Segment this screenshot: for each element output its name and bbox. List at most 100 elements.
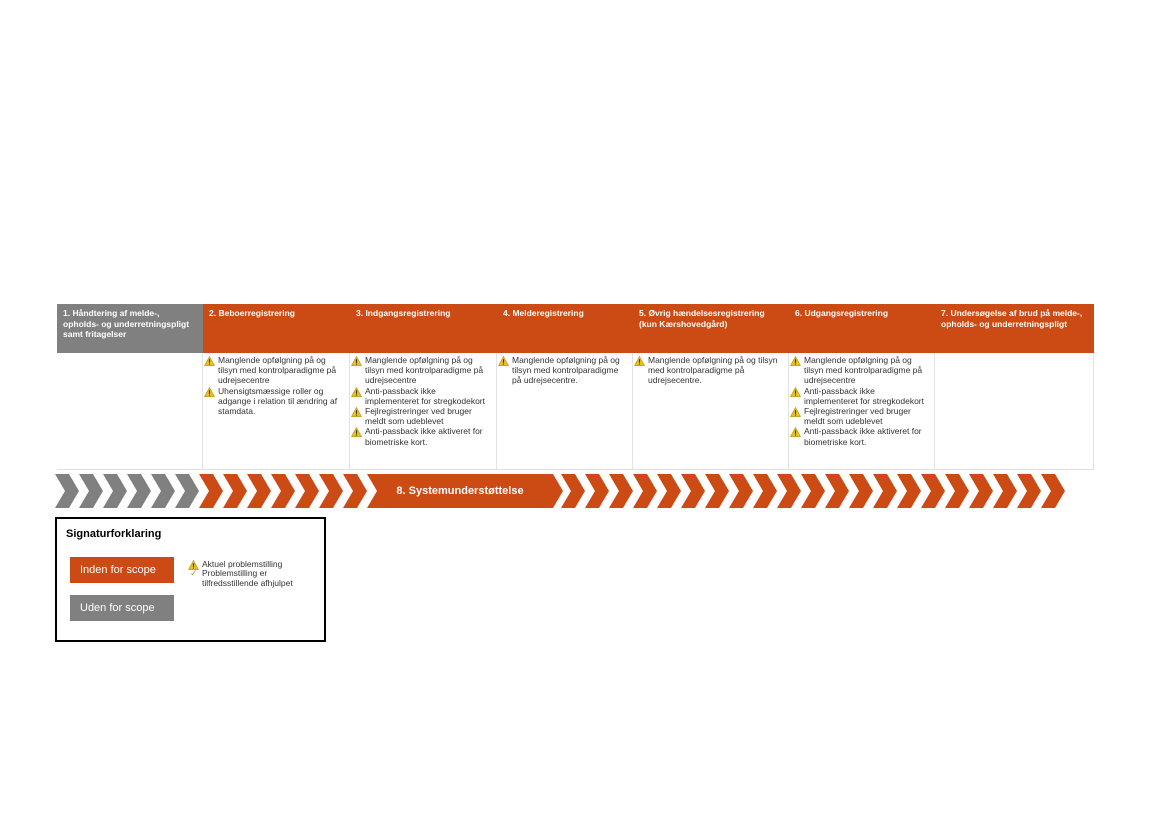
issue-text: Manglende opfølgning på og tilsyn med ko… [648, 355, 778, 386]
column-header: 7. Undersøgelse af brud på melde-, ophol… [935, 304, 1094, 353]
chevron-orange [705, 474, 729, 508]
legend-title: Signaturforklaring [66, 528, 162, 540]
chevron-orange [681, 474, 705, 508]
issue-item: Fejlregistreringer ved bruger meldt som … [350, 406, 492, 426]
issue-item: Anti-passback ikke aktiveret for biometr… [789, 426, 930, 447]
process-column: 1. Håndtering af melde-, opholds- og und… [57, 304, 203, 469]
chevron-grey [103, 474, 127, 508]
column-body: Manglende opfølgning på og tilsyn med ko… [633, 353, 789, 469]
column-header: 3. Indgangsregistrering [350, 304, 497, 353]
chevron-grey [79, 474, 103, 508]
chevron-orange [657, 474, 681, 508]
issue-text: Fejlregistreringer ved bruger meldt som … [365, 406, 472, 427]
warning-icon [204, 386, 215, 397]
warning-icon [351, 356, 362, 366]
legend-current-issue-label: Aktuel problemstilling [202, 559, 283, 569]
system-support-chevron-banner [55, 474, 1065, 508]
column-body: Manglende opfølgning på og tilsyn med ko… [203, 353, 350, 469]
issue-text: Manglende opfølgning på og tilsyn med ko… [218, 355, 337, 386]
legend-in-scope-swatch: Inden for scope [70, 557, 174, 583]
warning-icon [498, 356, 509, 366]
chevron-orange [343, 474, 367, 508]
warning-icon [634, 356, 645, 366]
chevron-grey [127, 474, 151, 508]
chevron-orange [945, 474, 969, 508]
issue-item: Anti-passback ikke implementeret for str… [350, 386, 492, 406]
chevron-orange [825, 474, 849, 508]
chevron-orange [271, 474, 295, 508]
issue-text: Anti-passback ikke aktiveret for biometr… [365, 426, 483, 447]
column-body [935, 353, 1094, 469]
chevron-orange [801, 474, 825, 508]
chevron-grey [175, 474, 199, 508]
legend-box: Signaturforklaring Inden for scope Uden … [55, 517, 326, 642]
chevron-orange [633, 474, 657, 508]
column-body: Manglende opfølgning på og tilsyn med ko… [350, 353, 497, 469]
process-column: 5. Øvrig hændelsesregistrering (kun Kærs… [633, 304, 789, 469]
chevron-orange [777, 474, 801, 508]
warning-icon [790, 356, 801, 366]
chevron-grey [151, 474, 175, 508]
legend-resolved-issue-label: Problemstilling er tilfredsstillende afh… [202, 568, 293, 588]
chevron-orange [585, 474, 609, 508]
issue-item: Manglende opfølgning på og tilsyn med ko… [350, 355, 492, 386]
chevron-orange [753, 474, 777, 508]
issue-text: Fejlregistreringer ved bruger meldt som … [804, 406, 911, 427]
issue-text: Uhensigtsmæssige roller og adgange i rel… [218, 385, 338, 417]
chevron-orange [921, 474, 945, 508]
warning-icon [790, 407, 801, 417]
chevron-grey [55, 474, 79, 508]
issue-item: Manglende opfølgning på og tilsyn med ko… [497, 355, 628, 386]
issue-item: Fejlregistreringer ved bruger meldt som … [789, 406, 930, 426]
chevron-orange [1017, 474, 1041, 508]
system-support-label: 8. Systemunderstøttelse [396, 485, 524, 497]
process-column: 7. Undersøgelse af brud på melde-, ophol… [935, 304, 1094, 469]
chevron-orange [873, 474, 897, 508]
warning-icon [351, 427, 362, 438]
chevron-orange [561, 474, 585, 508]
issue-item: Anti-passback ikke aktiveret for biometr… [350, 426, 492, 447]
warning-icon [351, 386, 362, 397]
chevron-orange [609, 474, 633, 508]
legend-current-issue: Aktuel problemstilling [188, 559, 317, 570]
issue-text: Manglende opfølgning på og tilsyn med ko… [804, 355, 923, 386]
chevron-orange [247, 474, 271, 508]
chevron-orange [729, 474, 753, 508]
warning-icon [188, 560, 199, 570]
column-header: 5. Øvrig hændelsesregistrering (kun Kærs… [633, 304, 789, 353]
chevron-orange [295, 474, 319, 508]
issue-item: Anti-passback ikke implementeret for str… [789, 386, 930, 406]
issue-item: Manglende opfølgning på og tilsyn med ko… [633, 355, 784, 386]
chevron-orange [223, 474, 247, 508]
column-header: 4. Melderegistrering [497, 304, 633, 353]
column-header: 2. Beboerregistrering [203, 304, 350, 353]
checkmark-icon: ✓ [190, 568, 198, 578]
issue-text: Manglende opfølgning på og tilsyn med ko… [512, 355, 620, 386]
column-body: Manglende opfølgning på og tilsyn med ko… [789, 353, 935, 469]
chevron-orange [849, 474, 873, 508]
chevron-orange [969, 474, 993, 508]
warning-icon [204, 356, 215, 366]
chevron-orange [897, 474, 921, 508]
chevron-orange [319, 474, 343, 508]
issue-item: Manglende opfølgning på og tilsyn med ko… [789, 355, 930, 386]
chevron-label-segment [367, 474, 563, 508]
warning-icon [790, 427, 801, 438]
chevron-orange [993, 474, 1017, 508]
chevron-orange [199, 474, 223, 508]
issue-text: Anti-passback ikke implementeret for str… [365, 385, 485, 406]
column-body: Manglende opfølgning på og tilsyn med ko… [497, 353, 633, 469]
column-body [57, 353, 203, 469]
column-header: 1. Håndtering af melde-, opholds- og und… [57, 304, 203, 353]
table-baseline [57, 469, 1094, 470]
issue-item: Manglende opfølgning på og tilsyn med ko… [203, 355, 345, 386]
legend-resolved-issue: ✓ Problemstilling er tilfredsstillende a… [188, 568, 317, 588]
issue-text: Anti-passback ikke aktiveret for biometr… [804, 426, 922, 447]
issue-text: Manglende opfølgning på og tilsyn med ko… [365, 355, 484, 386]
warning-icon [790, 386, 801, 397]
chevron-orange [1041, 474, 1065, 508]
